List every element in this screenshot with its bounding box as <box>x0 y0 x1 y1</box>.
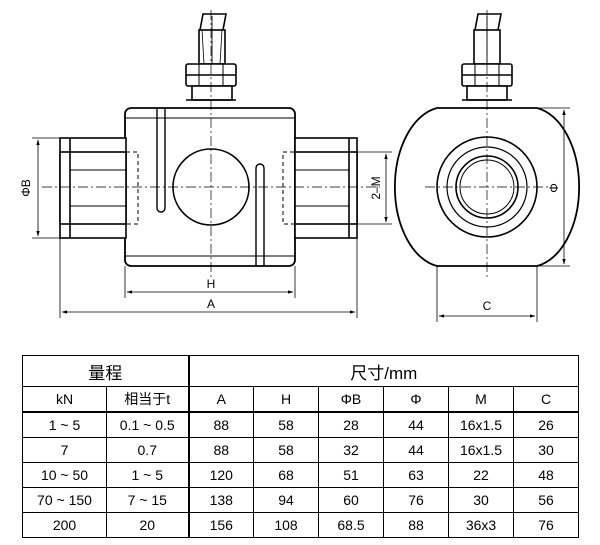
cell: 16x1.5 <box>448 437 514 463</box>
cell: 16x1.5 <box>448 411 514 438</box>
cell: 60 <box>318 487 384 513</box>
dim-a-label: A <box>207 297 215 311</box>
cell: 70 ~ 150 <box>22 487 107 513</box>
cell: 156 <box>188 512 254 538</box>
dim-c-label: C <box>483 299 492 313</box>
cell: 51 <box>318 462 384 488</box>
cell: 1 ~ 5 <box>22 411 107 438</box>
cell: 76 <box>383 487 449 513</box>
side-dimensions <box>436 107 570 322</box>
cell: 30 <box>512 437 580 463</box>
cell: 48 <box>512 462 580 488</box>
cell: 88 <box>188 437 254 463</box>
col-header-h: H <box>253 386 319 413</box>
cell: 88 <box>383 512 449 538</box>
cell: 88 <box>188 411 254 438</box>
cell: 1 ~ 5 <box>106 462 190 488</box>
cell: 7 ~ 15 <box>106 487 190 513</box>
left-stud <box>59 137 139 239</box>
cell: 32 <box>318 437 384 463</box>
cell: 58 <box>253 411 319 438</box>
col-header-ton: 相当于t <box>106 386 190 413</box>
cell: 26 <box>512 411 580 438</box>
front-dimensions <box>32 137 392 318</box>
cell: 0.1 ~ 0.5 <box>106 411 190 438</box>
table-row: 70 ~ 150 7 ~ 15 138 94 60 76 30 56 <box>22 487 580 513</box>
col-header-phi-b: ΦB <box>318 386 384 413</box>
cell: 94 <box>253 487 319 513</box>
table-row: 200 20 156 108 68.5 88 36x3 76 <box>22 512 580 538</box>
right-stud <box>282 137 358 239</box>
table-row: 7 0.7 88 58 32 44 16x1.5 30 <box>22 437 580 463</box>
cell: 68.5 <box>318 512 384 538</box>
col-header-phi: Φ <box>383 386 449 413</box>
front-view <box>42 10 380 280</box>
col-header-kn: kN <box>22 386 107 413</box>
dim-phi-label: Φ <box>547 183 561 193</box>
col-header-c: C <box>512 386 580 413</box>
cell: 10 ~ 50 <box>22 462 107 488</box>
dim-h-label: H <box>207 277 216 291</box>
table-row: 1 ~ 5 0.1 ~ 0.5 88 58 28 44 16x1.5 26 <box>22 411 580 438</box>
center-lines <box>42 10 380 280</box>
cell: 108 <box>253 512 319 538</box>
cell: 22 <box>448 462 514 488</box>
cell: 0.7 <box>106 437 190 463</box>
dim-m-label: 2–M <box>369 176 383 199</box>
cable <box>198 13 227 65</box>
cell: 20 <box>106 512 190 538</box>
cell: 44 <box>383 411 449 438</box>
header-range: 量程 <box>22 355 190 387</box>
cell: 138 <box>188 487 254 513</box>
cell: 56 <box>512 487 580 513</box>
spec-table: 量程 尺寸/mm kN 相当于t A H ΦB Φ M C 1 ~ 5 0.1 … <box>22 355 580 538</box>
table-column-header-row: kN 相当于t A H ΦB Φ M C <box>22 386 580 413</box>
dim-phi-b-label: ΦB <box>19 179 33 197</box>
cell: 7 <box>22 437 107 463</box>
cable-gland <box>185 63 237 101</box>
table-group-header-row: 量程 尺寸/mm <box>22 355 580 387</box>
cell: 30 <box>448 487 514 513</box>
table-row: 10 ~ 50 1 ~ 5 120 68 51 63 22 48 <box>22 462 580 488</box>
side-cable <box>473 13 502 65</box>
cell: 200 <box>22 512 107 538</box>
col-header-m: M <box>448 386 514 413</box>
cell: 120 <box>188 462 254 488</box>
technical-drawing: ΦB 2–M H A <box>19 10 580 322</box>
cell: 44 <box>383 437 449 463</box>
side-view <box>394 10 580 280</box>
cell: 28 <box>318 411 384 438</box>
cell: 36x3 <box>448 512 514 538</box>
cell: 68 <box>253 462 319 488</box>
cell: 63 <box>383 462 449 488</box>
cell: 58 <box>253 437 319 463</box>
header-size: 尺寸/mm <box>187 355 580 387</box>
col-header-a: A <box>188 386 254 413</box>
cell: 76 <box>512 512 580 538</box>
